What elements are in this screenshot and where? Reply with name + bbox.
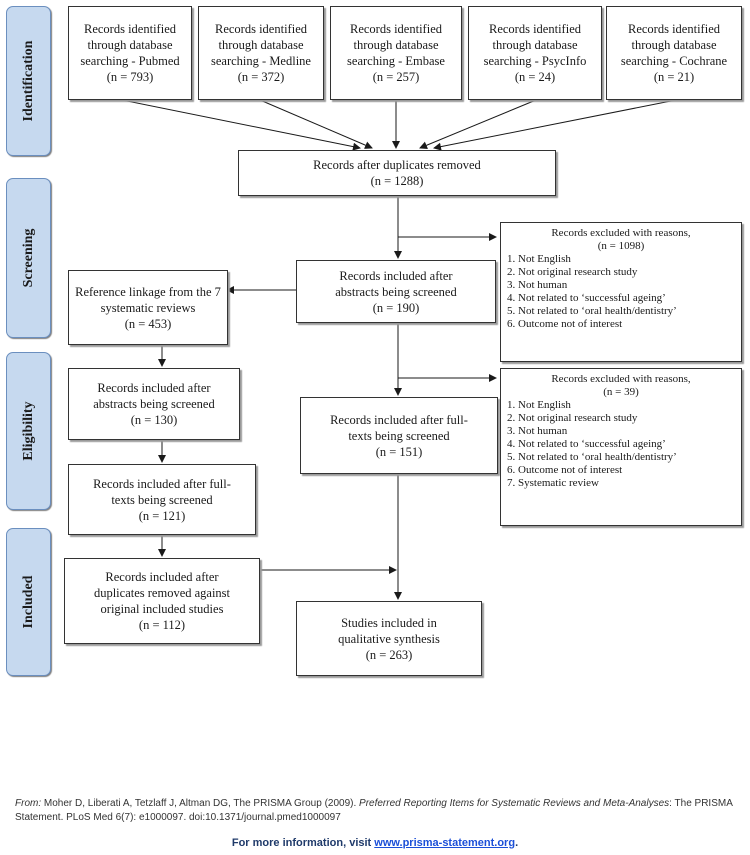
reason-item: 4. Not related to ‘successful ageing’ [507,292,666,304]
more-info-line: For more information, visit www.prisma-s… [231,837,519,849]
arrow-pubmed [121,99,361,151]
reason-item: 4. Not related to ‘successful ageing’ [507,438,666,450]
fulltexts-screened-box: Records included after full- texts being… [300,397,498,474]
excluded-1-count: (n = 1098) [597,240,645,252]
arrow-cochrane [433,99,677,151]
reason-item: 2. Not original research study [507,412,638,424]
arrow-medline [259,99,373,149]
reference-dedup-box: Records included after duplicates remove… [64,558,260,644]
reason-item: 3. Not human [507,425,568,437]
reason-item: 3. Not human [507,279,568,291]
reference-abstracts-box: Records included after abstracts being s… [68,368,240,440]
stage-screening: Screening [6,178,51,338]
cochrane-records-box: Records identified through database sear… [606,6,742,100]
excluded-records-box-2: Records excluded with reasons, (n = 39) … [500,368,742,526]
flow-connectors [121,99,677,600]
abstracts-screened-box: Records included after abstracts being s… [296,260,496,323]
citation-title: Preferred Reporting Items for Systematic… [359,798,670,809]
reason-item: 2. Not original research study [507,266,638,278]
stage-identification: Identification [6,6,51,156]
reason-item: 1. Not English [507,253,571,265]
excluded-1-reasons: 1. Not English 2. Not original research … [507,253,735,331]
excluded-2-reasons: 1. Not English 2. Not original research … [507,399,735,490]
reference-fulltexts-box: Records included after full- texts being… [68,464,256,535]
reason-item: 6. Outcome not of interest [507,464,623,476]
reason-item: 5. Not related to ‘oral health/dentistry… [507,451,677,463]
excluded-2-title: Records excluded with reasons, [551,373,691,385]
reason-item: 5. Not related to ‘oral health/dentistry… [507,305,677,317]
duplicates-removed-box: Records after duplicates removed (n = 12… [238,150,556,196]
reason-item: 1. Not English [507,399,571,411]
psycinfo-records-box: Records identified through database sear… [468,6,602,100]
reason-item: 7. Systematic review [507,477,599,489]
excluded-1-title: Records excluded with reasons, [551,227,691,239]
reference-linkage-box: Reference linkage from the 7 systematic … [68,270,228,345]
prisma-website-link[interactable]: www.prisma-statement.org [374,837,516,849]
embase-records-box: Records identified through database sear… [330,6,462,100]
pubmed-records-box: Records identified through database sear… [68,6,192,100]
citation-from-label: From: [15,798,42,809]
citation-text: From: Moher D, Liberati A, Tetzlaff J, A… [15,798,733,823]
qualitative-synthesis-box: Studies included in qualitative synthesi… [296,601,482,676]
stage-included: Included [6,528,51,676]
excluded-2-count: (n = 39) [603,386,639,398]
medline-records-box: Records identified through database sear… [198,6,324,100]
stage-eligibility: Eligibility [6,352,51,510]
arrow-psycinfo [419,99,537,150]
excluded-records-box-1: Records excluded with reasons, (n = 1098… [500,222,742,362]
reason-item: 6. Outcome not of interest [507,318,623,330]
